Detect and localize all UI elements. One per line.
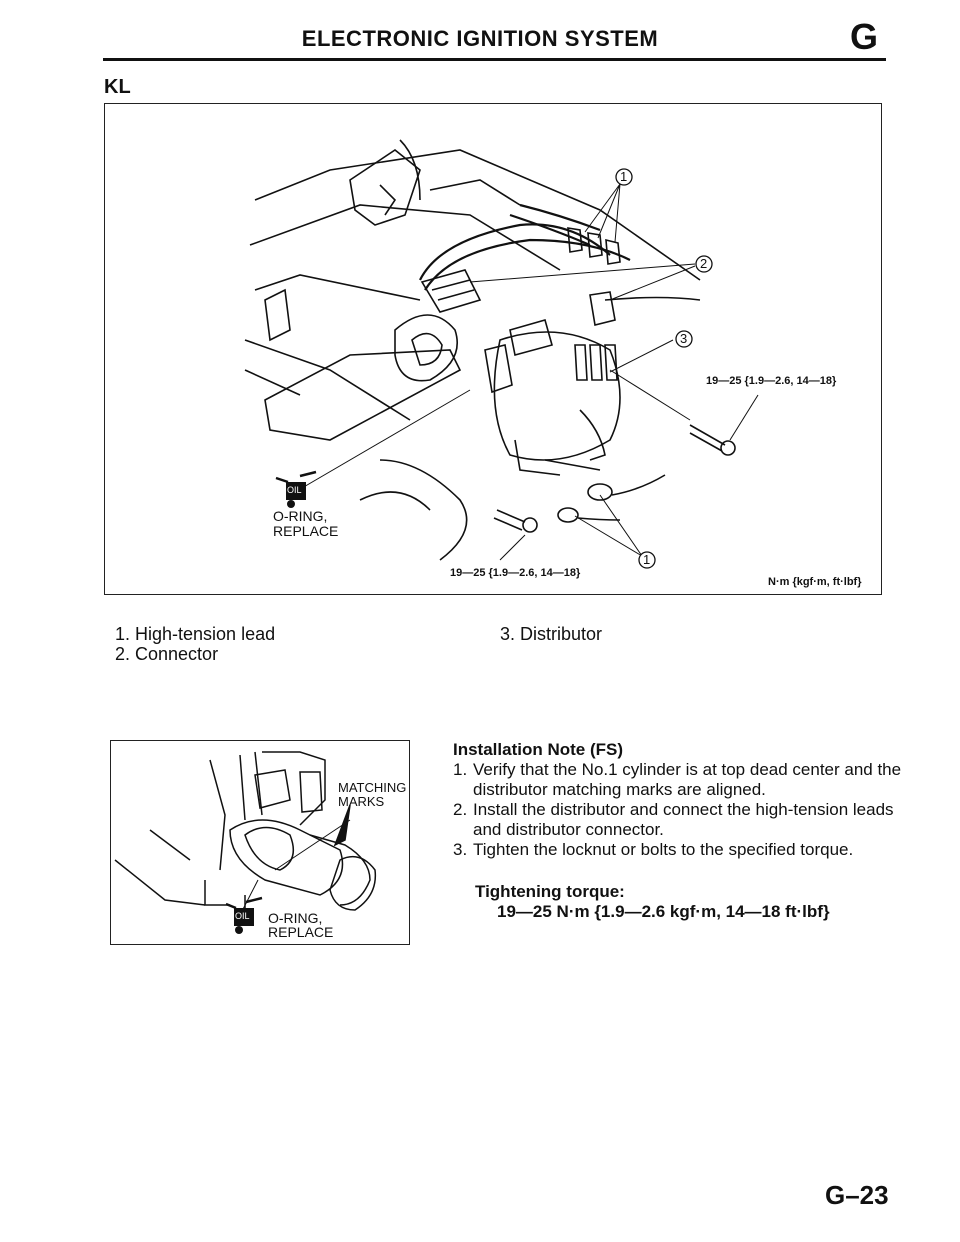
- callout-1-top: 1: [620, 169, 628, 184]
- model-code: KL: [104, 76, 131, 98]
- step-text: Verify that the No.1 cylinder is at top …: [473, 760, 902, 799]
- header-rule: [103, 58, 886, 61]
- step-text: Tighten the locknut or bolts to the spec…: [473, 840, 854, 859]
- oil-can-icon: [225, 896, 263, 934]
- oil-label-detail: OIL: [235, 911, 250, 921]
- step-number: 3.: [453, 840, 468, 859]
- installation-note: Installation Note (FS) 1. Verify that th…: [453, 740, 903, 922]
- tightening-torque: Tightening torque: 19—25 N·m {1.9—2.6 kg…: [453, 882, 903, 922]
- callout-2: 2: [700, 256, 708, 271]
- installation-step: 2. Install the distributor and connect t…: [453, 800, 903, 840]
- detail-figure-frame: [110, 740, 410, 945]
- oring-label-line2: REPLACE: [273, 523, 339, 539]
- matching-marks-label-line2: MARKS: [338, 794, 385, 809]
- units-label: N·m {kgf·m, ft·lbf}: [768, 576, 862, 588]
- matching-marks-label-line1: MATCHING: [338, 780, 407, 795]
- oil-label-main: OIL: [287, 485, 302, 495]
- oil-can-icon: [275, 470, 317, 508]
- main-figure-frame: [104, 103, 882, 595]
- callout-1-bottom: 1: [643, 552, 651, 567]
- detail-oring-label-line2: REPLACE: [268, 924, 334, 940]
- legend-item-3: 3. Distributor: [500, 624, 603, 644]
- torque-value: 19—25 N·m {1.9—2.6 kgf·m, 14—18 ft·lbf}: [497, 902, 830, 921]
- legend-item-2: 2. Connector: [115, 644, 219, 664]
- torque-label-bottom: 19—25 {1.9—2.6, 14—18}: [450, 567, 581, 579]
- step-number: 1.: [453, 760, 468, 779]
- installation-note-title: Installation Note (FS): [453, 740, 623, 759]
- torque-label-top: 19—25 {1.9—2.6, 14—18}: [706, 375, 837, 387]
- page-number: G–23: [825, 1180, 889, 1210]
- page-title: ELECTRONIC IGNITION SYSTEM: [301, 26, 659, 51]
- installation-steps: 1. Verify that the No.1 cylinder is at t…: [453, 760, 903, 860]
- installation-step: 3. Tighten the locknut or bolts to the s…: [453, 840, 903, 860]
- step-number: 2.: [453, 800, 468, 819]
- installation-step: 1. Verify that the No.1 cylinder is at t…: [453, 760, 903, 800]
- callout-3: 3: [680, 331, 688, 346]
- section-letter: G: [850, 16, 879, 57]
- step-text: Install the distributor and connect the …: [473, 800, 894, 839]
- distributor-detail-illustration: [114, 751, 377, 925]
- torque-heading: Tightening torque:: [475, 882, 625, 901]
- oring-label-line1: O-RING,: [273, 508, 328, 524]
- legend-item-1: 1. High-tension lead: [115, 624, 276, 644]
- detail-oring-label-line1: O-RING,: [268, 910, 323, 926]
